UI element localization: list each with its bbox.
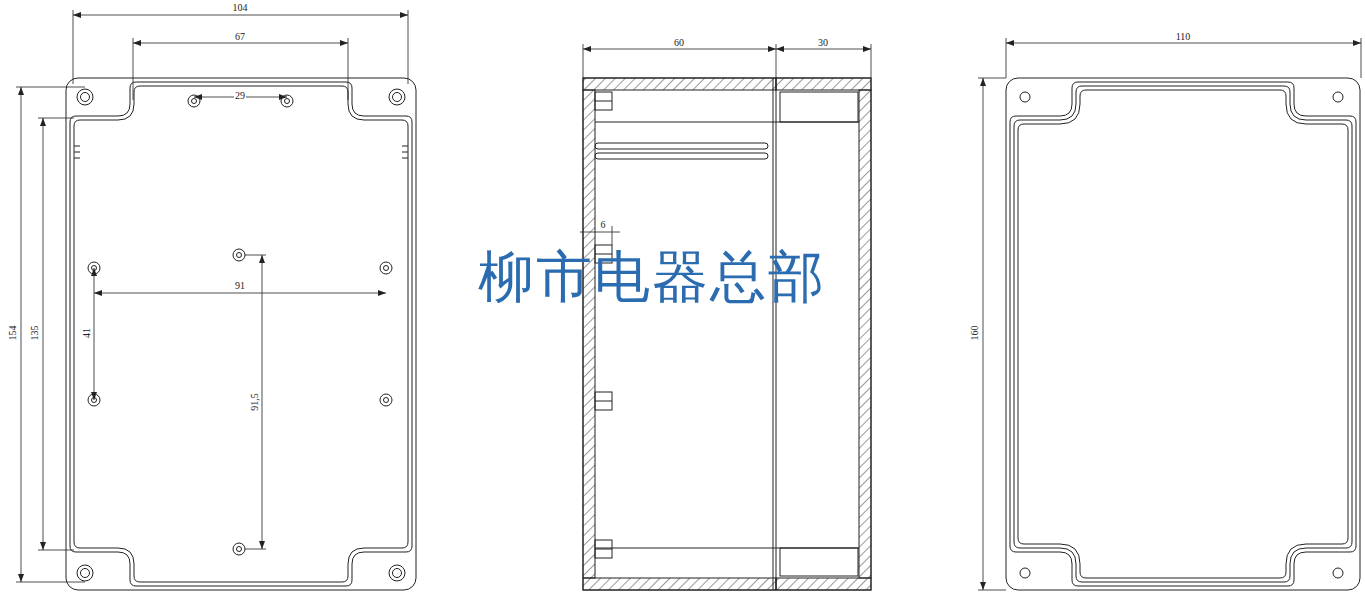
dimension-value: 91 [234,281,246,291]
dimension-value: 154 [8,325,18,342]
watermark: 柳市电器总部 [478,249,826,305]
dimension-value: 29 [234,91,246,101]
lid-top-view [1006,78,1360,590]
dimension-value: 60 [673,38,685,48]
base-top-view [66,78,416,590]
dimension-value: 6 [600,220,607,230]
dimension-value: 67 [234,32,246,42]
dimension-value: 104 [232,3,249,13]
dimension-value: 160 [970,325,980,342]
dimension-value: 30 [817,38,829,48]
dimension-value: 135 [30,325,40,342]
dimension-value: 91,5 [250,392,260,412]
dimension-lines [16,10,1361,590]
side-section-view [583,78,871,590]
dimension-value: 41 [82,327,92,339]
dimension-value: 110 [1175,32,1192,42]
